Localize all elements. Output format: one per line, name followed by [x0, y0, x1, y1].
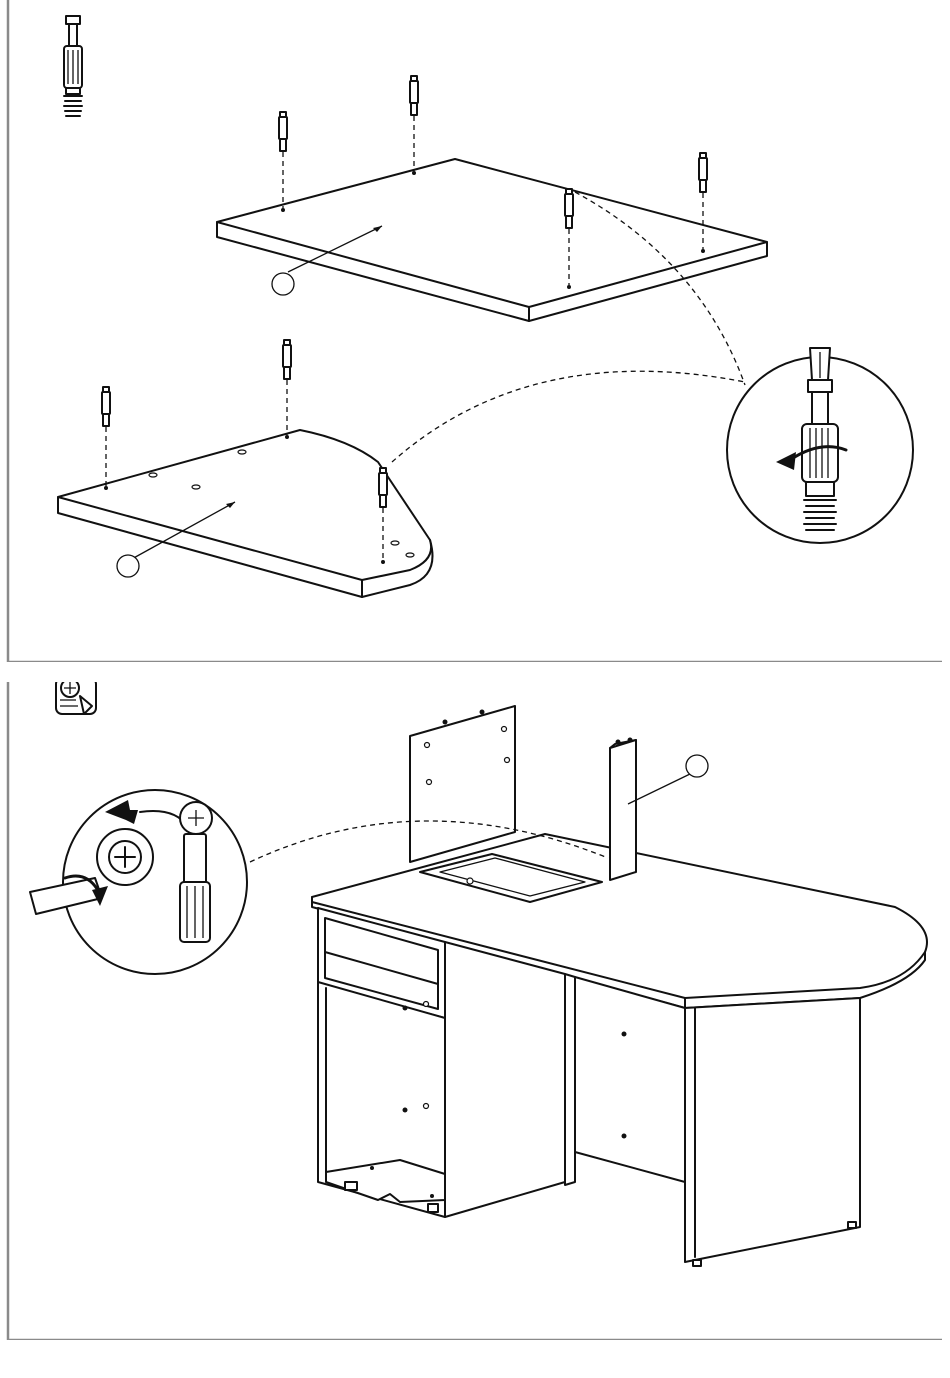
- tabletop-board-panel: [217, 159, 767, 321]
- step-illustration-cam-locks: [0, 682, 942, 1340]
- corner-shelf-panel: [58, 430, 433, 597]
- part-callout-circle: [272, 273, 294, 295]
- part-callout-circle: [117, 555, 139, 577]
- panel-frame: [8, 0, 942, 662]
- part-callout-circle: [686, 755, 708, 777]
- cam-lock-icon: [56, 682, 96, 714]
- step-panel-cam-bolts: [0, 0, 942, 662]
- cam-bolt-icon: [64, 16, 82, 116]
- step-illustration-cam-bolts: [0, 0, 942, 662]
- screwdriver-tightening-bolt-detail: [727, 348, 913, 543]
- detail-leader-line: [392, 371, 745, 462]
- step-panel-cam-locks: [0, 682, 942, 1340]
- screwdriver-turning-cam-lock-detail: [30, 790, 247, 974]
